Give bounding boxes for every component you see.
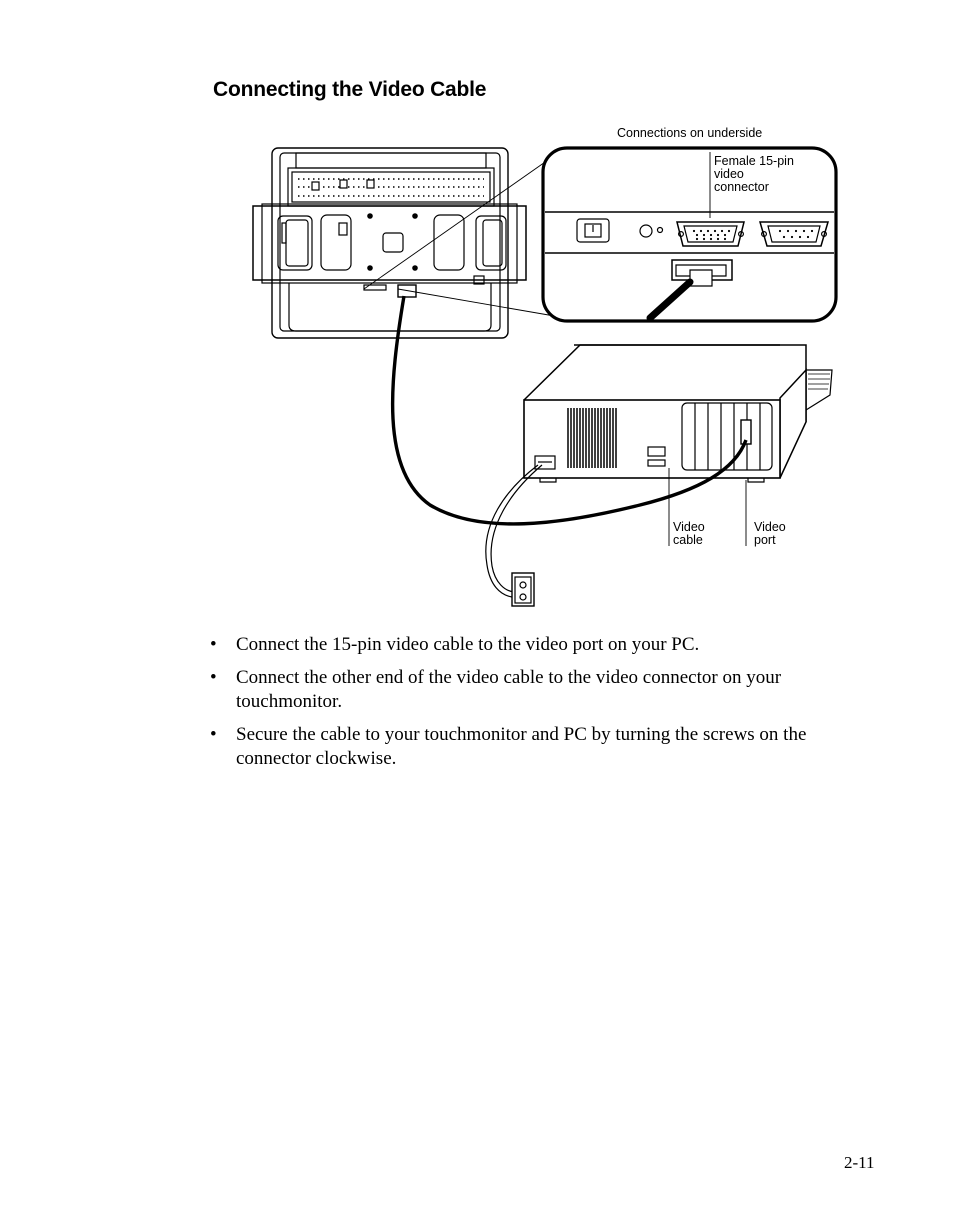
page-number: 2-11 [844,1153,875,1172]
bullet-marker: • [210,634,217,655]
wall-outlet-illustration [511,572,535,607]
computer-illustration [523,344,833,483]
connector-label-line-1: Female 15-pin [714,154,794,168]
list-item: • Connect the 15-pin video cable to the … [210,633,870,657]
port-label-line-2: port [754,533,776,547]
touchmonitor-illustration [252,147,527,339]
bullet-marker: • [210,667,217,688]
bullet-marker: • [210,724,217,745]
port-label-line-1: Video [754,520,786,534]
step-text: Connect the 15-pin video cable to the vi… [236,634,700,655]
connector-label-line-2: video [714,167,744,181]
underside-callout [541,146,838,323]
cable-label-line-1: Video [673,520,705,534]
step-text: Connect the other end of the video cable… [236,667,782,712]
list-item: • Secure the cable to your touchmonitor … [210,723,870,771]
connection-diagram: Connections on underside Female 15-pin v… [252,126,838,607]
connector-label-line-3: connector [714,180,769,194]
list-item: • Connect the other end of the video cab… [210,666,870,714]
step-text: Secure the cable to your touchmonitor an… [236,724,807,769]
section-title: Connecting the Video Cable [213,78,487,101]
instruction-list: • Connect the 15-pin video cable to the … [210,633,870,780]
callout-title: Connections on underside [617,126,762,140]
cable-label-line-2: cable [673,533,703,547]
video-cable [390,295,748,526]
